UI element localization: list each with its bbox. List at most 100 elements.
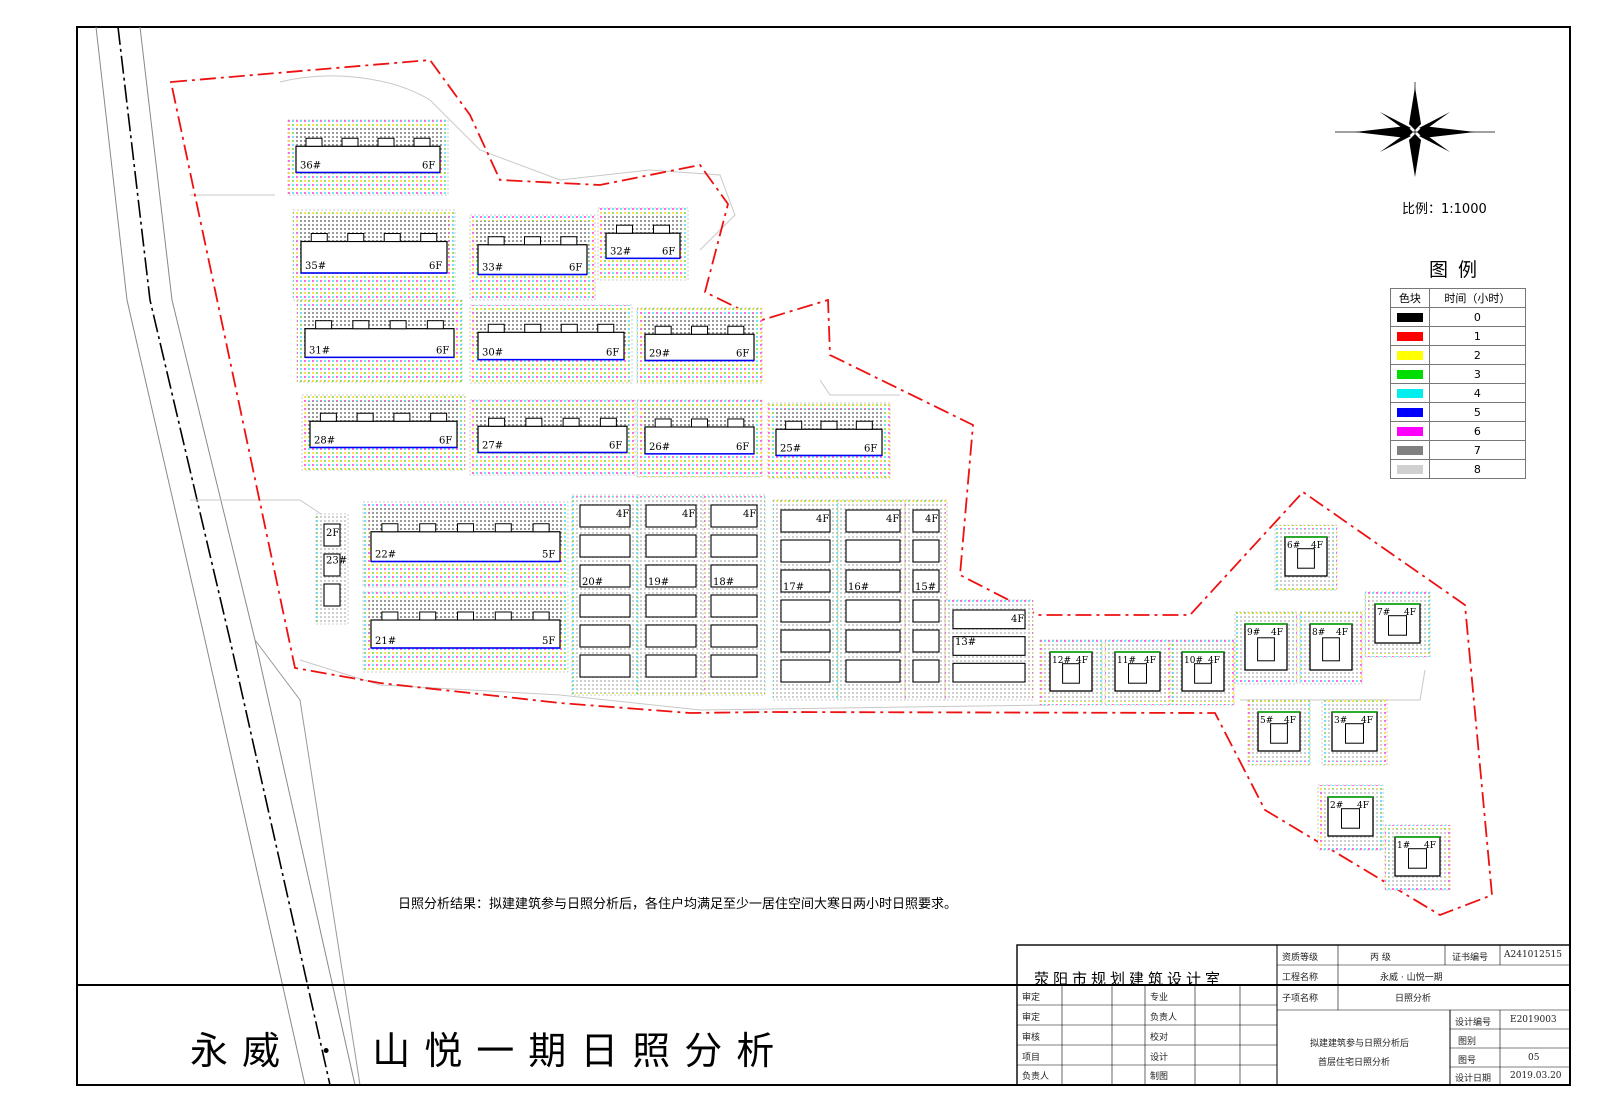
building-floors: 4F [1357, 801, 1369, 811]
legend-row: 6 [1390, 421, 1527, 441]
stair-core [597, 323, 615, 333]
legend-swatch [1396, 389, 1423, 398]
stair-core [419, 611, 437, 621]
building-label: 10# [1184, 656, 1203, 666]
building-outline [845, 659, 901, 683]
courtyard [1408, 848, 1427, 869]
drawing-no-value: 05 [1528, 1053, 1540, 1063]
stair-core [525, 417, 543, 427]
stair-core [487, 323, 505, 333]
building-outline [780, 539, 831, 563]
building-outline [1284, 536, 1328, 577]
building-18: 18#4F [702, 494, 766, 696]
building-23: 23#2F [315, 513, 349, 625]
building-outline [370, 619, 561, 649]
building-floors: 6F [864, 444, 877, 455]
building-floors: 4F [1404, 608, 1416, 618]
legend-hours: 6 [1428, 421, 1527, 441]
building-outline [579, 534, 631, 558]
building-label: 26# [649, 442, 670, 453]
building-13: 13#4F [944, 599, 1034, 701]
building-floors: 6F [569, 263, 582, 274]
building-label: 18# [713, 577, 734, 588]
building-label: 15# [915, 582, 936, 593]
building-outline [1309, 623, 1353, 671]
building-floors: 4F [886, 514, 899, 525]
legend-row: 3 [1390, 364, 1527, 384]
legend-hours: 2 [1428, 345, 1527, 365]
building-outline [323, 523, 341, 547]
site-boundary [169, 59, 1493, 916]
building-outline [845, 569, 901, 593]
stair-core [381, 523, 399, 533]
courtyard [1062, 663, 1080, 684]
building-29: 29#6F [636, 307, 763, 384]
role-mid-5: 制图 [1150, 1072, 1169, 1082]
stair-core [487, 236, 505, 246]
stair-core [654, 325, 672, 335]
building-20: 20# 4F [571, 494, 639, 696]
building-outline [645, 534, 697, 558]
building-15: 15# 4F [904, 499, 948, 701]
building-label: 27# [482, 441, 503, 452]
legend-hours: 3 [1428, 364, 1527, 384]
stair-core [494, 611, 512, 621]
stair-core [727, 418, 745, 428]
building-label: 22# [375, 550, 396, 561]
stair-core [691, 325, 708, 335]
building-outline [645, 594, 697, 618]
legend-row: 4 [1390, 383, 1527, 403]
building-label: 25# [780, 444, 801, 455]
building-label: 30# [482, 348, 503, 359]
building-label: 12# [1052, 656, 1071, 666]
courtyard [1297, 548, 1315, 569]
building-floors: 4F [1311, 541, 1323, 551]
legend-swatch-cell [1390, 459, 1430, 479]
stair-core [347, 233, 365, 242]
building-outline [1327, 796, 1374, 837]
building-outline [477, 244, 588, 276]
courtyard [1270, 723, 1288, 744]
legend-swatch-cell [1390, 440, 1430, 460]
legend-row: 8 [1390, 459, 1527, 479]
building-label: 3# [1334, 716, 1347, 726]
building-floors: 4F [816, 514, 829, 525]
drawing-title: 永威 · 山悦一期日照分析 [190, 1029, 789, 1073]
building-label: 36# [300, 161, 321, 172]
legend-swatch [1396, 351, 1423, 360]
building-floors: 4F [616, 509, 629, 520]
building-label: 20# [582, 577, 603, 588]
building-outline [780, 659, 831, 683]
building-label: 28# [314, 436, 335, 447]
building-outline [775, 428, 883, 457]
building-30: 30#6F [469, 304, 633, 384]
legend-row: 1 [1390, 326, 1527, 346]
courtyard [1341, 808, 1360, 829]
building-floors: 6F [436, 345, 449, 356]
stair-core [420, 233, 438, 242]
building-outline [645, 624, 697, 648]
legend-row: 5 [1390, 402, 1527, 422]
design-no-label: 设计编号 [1455, 1018, 1492, 1028]
building-label: 7# [1377, 608, 1390, 618]
building-floors: 4F [1361, 716, 1373, 726]
role-mid-4: 设计 [1150, 1053, 1169, 1063]
drawing-desc-1: 拟建建筑参与日照分析后 [1310, 1039, 1410, 1049]
stair-core [562, 417, 580, 427]
legend-swatch-cell [1390, 402, 1430, 422]
stair-core [413, 137, 431, 147]
legend-swatch-cell [1390, 364, 1430, 384]
building-outline [1181, 651, 1225, 692]
date-value: 2019.03.20 [1510, 1071, 1562, 1081]
building-outline [309, 420, 458, 449]
building-8: 8#4F [1299, 611, 1363, 685]
building-floors: 6F [736, 349, 749, 360]
building-outline [710, 504, 758, 528]
building-label: 19# [648, 577, 669, 588]
building-floors: 4F [925, 514, 938, 525]
building-floors: 5F [542, 636, 555, 647]
legend-title: 图例 [1428, 259, 1487, 281]
legend-swatch [1396, 427, 1423, 436]
stair-core [532, 523, 550, 533]
legend-col-color: 色块 [1390, 288, 1430, 308]
